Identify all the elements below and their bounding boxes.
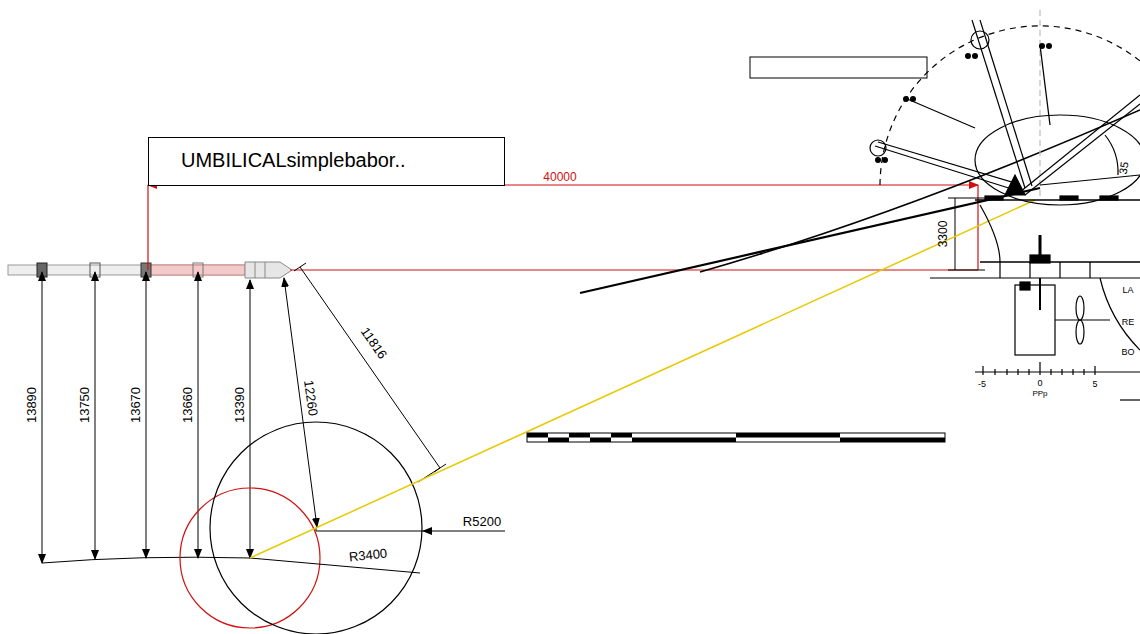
radius-text: R5200 [463, 515, 501, 528]
title-box: UMBILICALsimplebabor.. [148, 137, 505, 186]
depth-text: 13750 [78, 387, 91, 423]
radius-text: R3400 [348, 547, 387, 564]
box-label: UMBILICALsimplebabor.. [149, 138, 504, 170]
dimension-text: 3300 [937, 221, 949, 248]
sight-line [250, 200, 1035, 558]
depth-text: 13390 [233, 387, 246, 423]
depth-text: 13890 [25, 387, 38, 423]
part-label: LA [1122, 286, 1133, 295]
dimension-text: 40000 [543, 171, 576, 183]
part-label: BO [1121, 348, 1134, 357]
radius-leaders [250, 528, 505, 573]
part-label: RE [1122, 318, 1135, 327]
dimension-text: 12260 [302, 379, 320, 417]
empty-box [750, 57, 927, 78]
red-dimension [148, 185, 978, 270]
ship-and-crane [870, 10, 1140, 400]
depth-text: 13670 [129, 387, 142, 423]
angle-text: 35 [1118, 161, 1131, 175]
fittings [875, 43, 1052, 163]
frame-number: 5 [1092, 380, 1097, 389]
scale-bar [527, 433, 945, 442]
cable-curves [580, 110, 1140, 293]
frame-number: -5 [978, 380, 986, 389]
frame-label: PPp [1032, 390, 1047, 398]
depth-text: 13660 [181, 387, 194, 423]
dimension-text: 11816 [359, 325, 390, 361]
frame-number: 0 [1037, 379, 1042, 388]
length-dimensions [284, 263, 446, 527]
umbilical [8, 262, 292, 278]
depth-dimensions [42, 272, 250, 563]
